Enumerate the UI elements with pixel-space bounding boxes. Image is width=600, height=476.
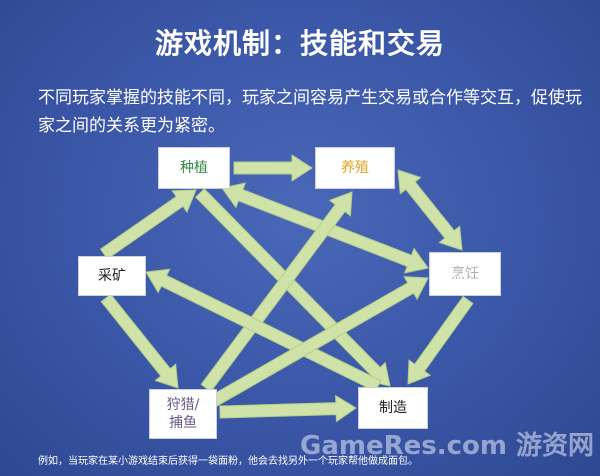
arrow-shoulie-to-zhizao	[219, 394, 357, 423]
arrow-shoulie-to-pengren	[208, 276, 429, 408]
arrow-zhizao-to-caikuang	[145, 268, 382, 393]
arrow-shoulie-to-yangzhi	[200, 191, 353, 393]
node-zhizao: 制造	[358, 387, 428, 429]
node-shoulie: 狩猎/ 捕鱼	[149, 389, 217, 439]
footer-text: 例如，当玩家在某小游戏结束后获得一袋面粉，他会去找另外一个玩家帮他做成面包。	[38, 456, 418, 467]
arrow-pengren-to-zhizao	[407, 295, 474, 385]
slide-title: 游戏机制：技能和交易	[154, 27, 445, 60]
watermark: GameRes.com 游资网	[300, 431, 595, 461]
arrow-zhongzhi-to-yangzhi	[233, 154, 313, 182]
node-pengren: 烹饪	[429, 252, 501, 296]
node-zhongzhi: 种植	[158, 147, 230, 189]
arrow-caikuang-to-zhongzhi	[99, 189, 197, 260]
arrow-yangzhi-pengren	[397, 169, 463, 251]
node-caikuang: 采矿	[78, 256, 146, 296]
node-yangzhi: 养殖	[315, 147, 395, 189]
body-text: 不同玩家掌握的技能不同，玩家之间容易产生交易或合作等交互，促使玩家之间的关系更为…	[38, 88, 582, 136]
arrow-caikuang-to-shoulie	[100, 293, 179, 389]
